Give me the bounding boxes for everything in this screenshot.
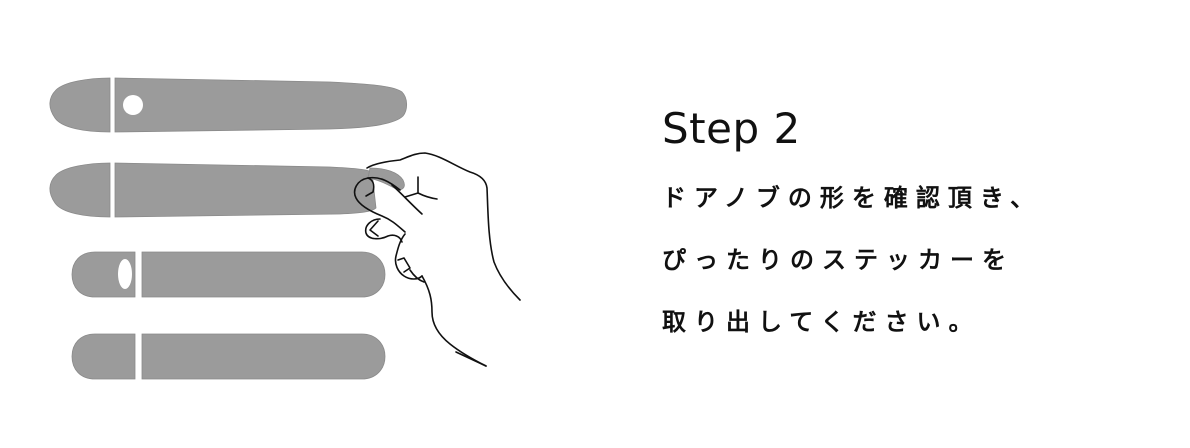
sticker-1-left-piece xyxy=(49,77,111,133)
instruction-line-1: ドアノブの形を確認頂き、 xyxy=(662,184,1043,212)
step-title: Step 2 xyxy=(662,104,801,153)
sticker-round-keyhole xyxy=(49,77,408,133)
peeled-corner xyxy=(367,167,405,191)
sticker-3-left-piece xyxy=(71,251,136,298)
round-keyhole-icon xyxy=(123,95,143,115)
sticker-oval-keyhole xyxy=(71,251,386,298)
sticker-4-right-piece xyxy=(141,333,386,380)
instruction-panel: Step 2 ドアノブの形を確認頂き、 ぴったりのステッカーを 取り出してくださ… xyxy=(662,103,1162,336)
instruction-line-3: 取り出してください。 xyxy=(662,308,981,336)
sticker-2-right-piece xyxy=(114,162,377,218)
sticker-being-peeled xyxy=(49,162,405,218)
sticker-plain xyxy=(71,333,386,380)
sticker-4-left-piece xyxy=(71,333,136,380)
sticker-1-right-piece xyxy=(114,77,408,133)
door-handle-sticker-illustration xyxy=(49,77,521,380)
oval-keyhole-icon xyxy=(118,259,132,289)
sticker-2-left-piece xyxy=(49,162,111,218)
instruction-line-2: ぴったりのステッカーを xyxy=(662,246,1014,274)
sticker-3-right-piece xyxy=(141,251,386,298)
hand-icon xyxy=(353,152,521,367)
